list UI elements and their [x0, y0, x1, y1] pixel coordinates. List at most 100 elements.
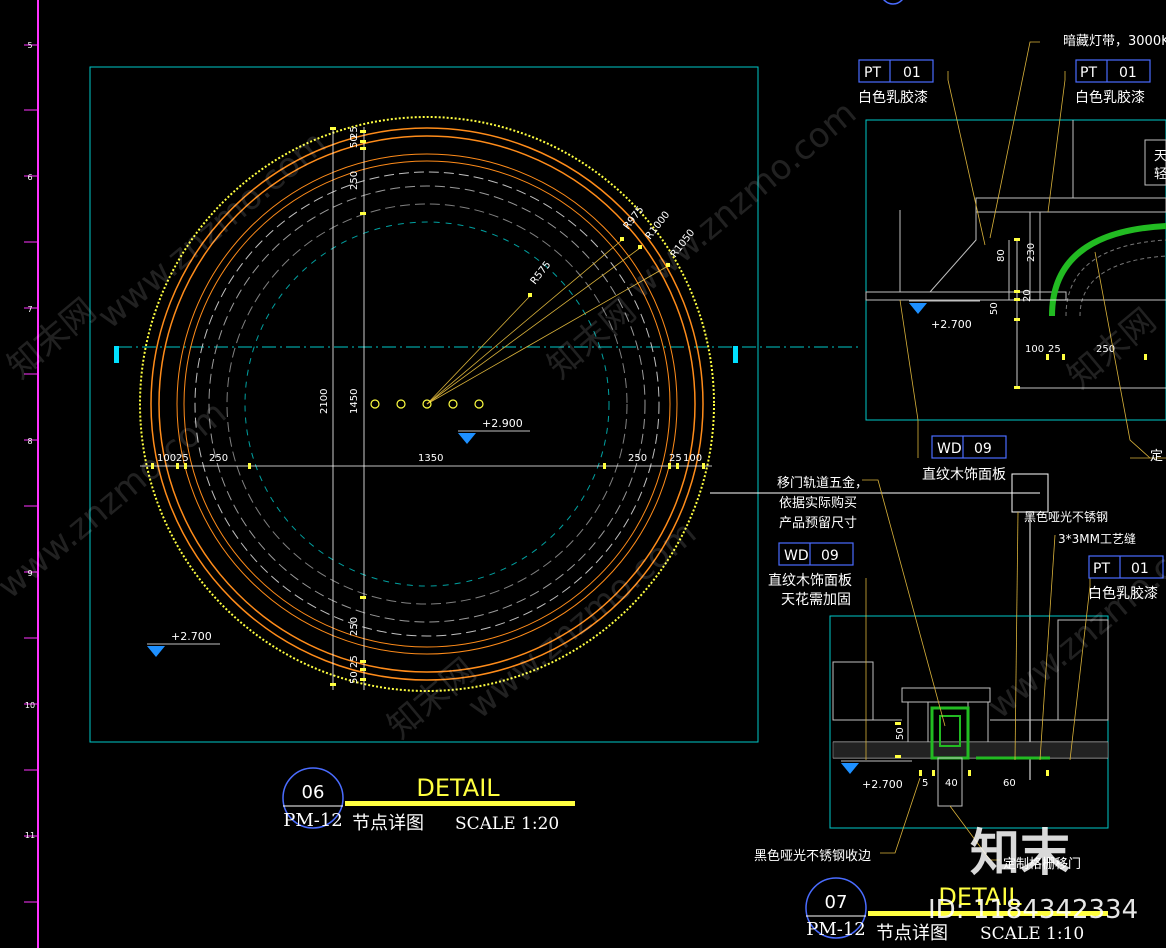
dim-text: 250	[349, 617, 360, 636]
detail-caption: 节点详图	[352, 813, 424, 834]
dim-text: 50	[349, 135, 360, 148]
dim-text: 25	[176, 453, 189, 464]
dim-text: 80	[996, 249, 1007, 262]
level-text: +2.700	[862, 778, 903, 791]
detail-right-top-section: 天 轻 80 230 50 20 100 25 250 +2.700	[858, 0, 1166, 483]
ruler-tick-label: 9	[27, 569, 32, 578]
detail-scale: SCALE 1:20	[455, 814, 559, 834]
tag-wd09-bottom: WD 09 直纹木饰面板 天花需加固	[768, 542, 854, 608]
ruler-tick-label: 6	[27, 173, 32, 182]
dashed-ring	[208, 185, 646, 623]
tag-number: 01	[1131, 561, 1149, 577]
watermark-logo: 知末	[970, 824, 1070, 882]
note-door: 定制格栅移门	[1003, 856, 1081, 872]
ring-r1050	[139, 116, 715, 692]
detail-heading: DETAIL	[416, 774, 500, 802]
title-underline	[868, 911, 1108, 916]
ring-inner-orange-2	[183, 160, 671, 648]
level-marker	[909, 303, 927, 314]
dim-text: 1450	[349, 389, 360, 414]
tag-code: WD	[784, 548, 809, 564]
dim-text: 25	[349, 126, 360, 139]
tag-description: 白色乳胶漆	[858, 89, 928, 106]
dim-text: 5	[922, 778, 928, 789]
dim-text: 25	[669, 453, 682, 464]
note-box-text: 天	[1154, 149, 1166, 164]
dim-text: 20	[1022, 289, 1033, 302]
dashed-ring-inner	[244, 221, 610, 587]
note-right: 定	[1150, 449, 1163, 464]
tag-pt01-bottom: PT 01 白色乳胶漆	[1088, 555, 1164, 602]
tag-code: PT	[1093, 561, 1110, 577]
dim-text: 250	[628, 453, 647, 464]
detail-caption: 节点详图	[876, 923, 948, 944]
dim-text: 100	[157, 453, 176, 464]
level-text: +2.700	[931, 318, 972, 331]
dim-text: 250	[1096, 344, 1115, 355]
note-track-line2: 依据实际购买	[779, 495, 857, 511]
drawing-ref: PM-12	[806, 919, 866, 940]
left-ruler: 5 6 7 8 9 10 11	[24, 0, 39, 948]
downlight-dots	[370, 399, 484, 409]
tag-number: 09	[821, 548, 839, 564]
ruler-tick-label: 7	[27, 305, 32, 314]
tag-description: 白色乳胶漆	[1088, 585, 1158, 602]
ring-r975	[158, 135, 696, 673]
tag-code: PT	[864, 65, 881, 81]
section-frame	[865, 119, 1166, 421]
detail-07-section: 50 5 40 60 +2.700 移门轨道五金， 依据实际购买 产品预留尺寸 …	[754, 473, 1164, 944]
note-steel: 黑色哑光不锈钢	[1024, 510, 1108, 524]
tag-description: 白色乳胶漆	[1075, 89, 1145, 106]
detail-06-frame	[89, 66, 759, 743]
dim-text: 50	[349, 671, 360, 684]
dim-text: 100	[1025, 344, 1044, 355]
detail-06-title-block: 06 PM-12 DETAIL 节点详图 SCALE 1:20	[282, 767, 575, 834]
dim-text: 2100	[319, 389, 330, 414]
ring-inner-orange	[176, 153, 678, 655]
dim-text: 250	[349, 171, 360, 190]
ruler-tick-label: 5	[27, 41, 32, 50]
watermark-id: ID: 1184342334	[928, 895, 1138, 925]
detail-scale: SCALE 1:10	[980, 924, 1084, 944]
detail-07-title-block: 07 PM-12 DETAIL 节点详图 SCALE 1:10	[805, 877, 1108, 944]
ruler-tick-label: 8	[27, 437, 32, 446]
dim-text: 100	[683, 453, 702, 464]
dim-text: 40	[945, 778, 958, 789]
note-groove: 3*3MM工艺缝	[1058, 531, 1136, 546]
section-marker-left	[114, 346, 119, 363]
tag-pt01-left: PT 01 白色乳胶漆	[858, 59, 934, 106]
dashed-ring	[226, 203, 628, 605]
level-marker	[841, 763, 859, 774]
tag-code: WD	[937, 441, 962, 457]
detail-number-bubble	[805, 877, 867, 939]
note-edge: 黑色哑光不锈钢收边	[754, 848, 871, 864]
tag-pt01-right: PT 01 白色乳胶漆	[1075, 59, 1151, 106]
dim-text: 25	[349, 655, 360, 668]
detail-heading: DETAIL	[938, 883, 1022, 911]
dim-text: 250	[209, 453, 228, 464]
dim-text: 50	[895, 727, 906, 740]
tag-code: PT	[1080, 65, 1097, 81]
note-track-line3: 产品预留尺寸	[779, 516, 857, 531]
tag-description: 天花需加固	[781, 592, 851, 608]
tag-description: 直纹木饰面板	[768, 572, 852, 589]
dim-text: 50	[989, 302, 1000, 315]
detail-number-bubble	[282, 767, 344, 829]
tag-number: 01	[903, 65, 921, 81]
level-text: +2.900	[482, 417, 523, 430]
tag-number: 01	[1119, 65, 1137, 81]
note-track-line1: 移门轨道五金，	[777, 475, 868, 491]
drawing-ref: PM-12	[283, 810, 343, 831]
dim-text: 60	[1003, 778, 1016, 789]
level-marker-center: +2.900	[458, 417, 530, 444]
detail-number: 07	[825, 892, 848, 913]
dim-text: 25	[1048, 344, 1061, 355]
dim-text: 230	[1026, 243, 1037, 262]
green-arch	[1049, 223, 1166, 317]
level-text: +2.700	[171, 630, 212, 643]
ring-r1000	[150, 127, 704, 681]
level-marker-corner: +2.700	[147, 630, 220, 657]
ruler-tick-label: 10	[25, 701, 35, 710]
detail-06-plan: R575 R975 R1000 R1050 50 25 250 250 25 5…	[89, 66, 1040, 834]
